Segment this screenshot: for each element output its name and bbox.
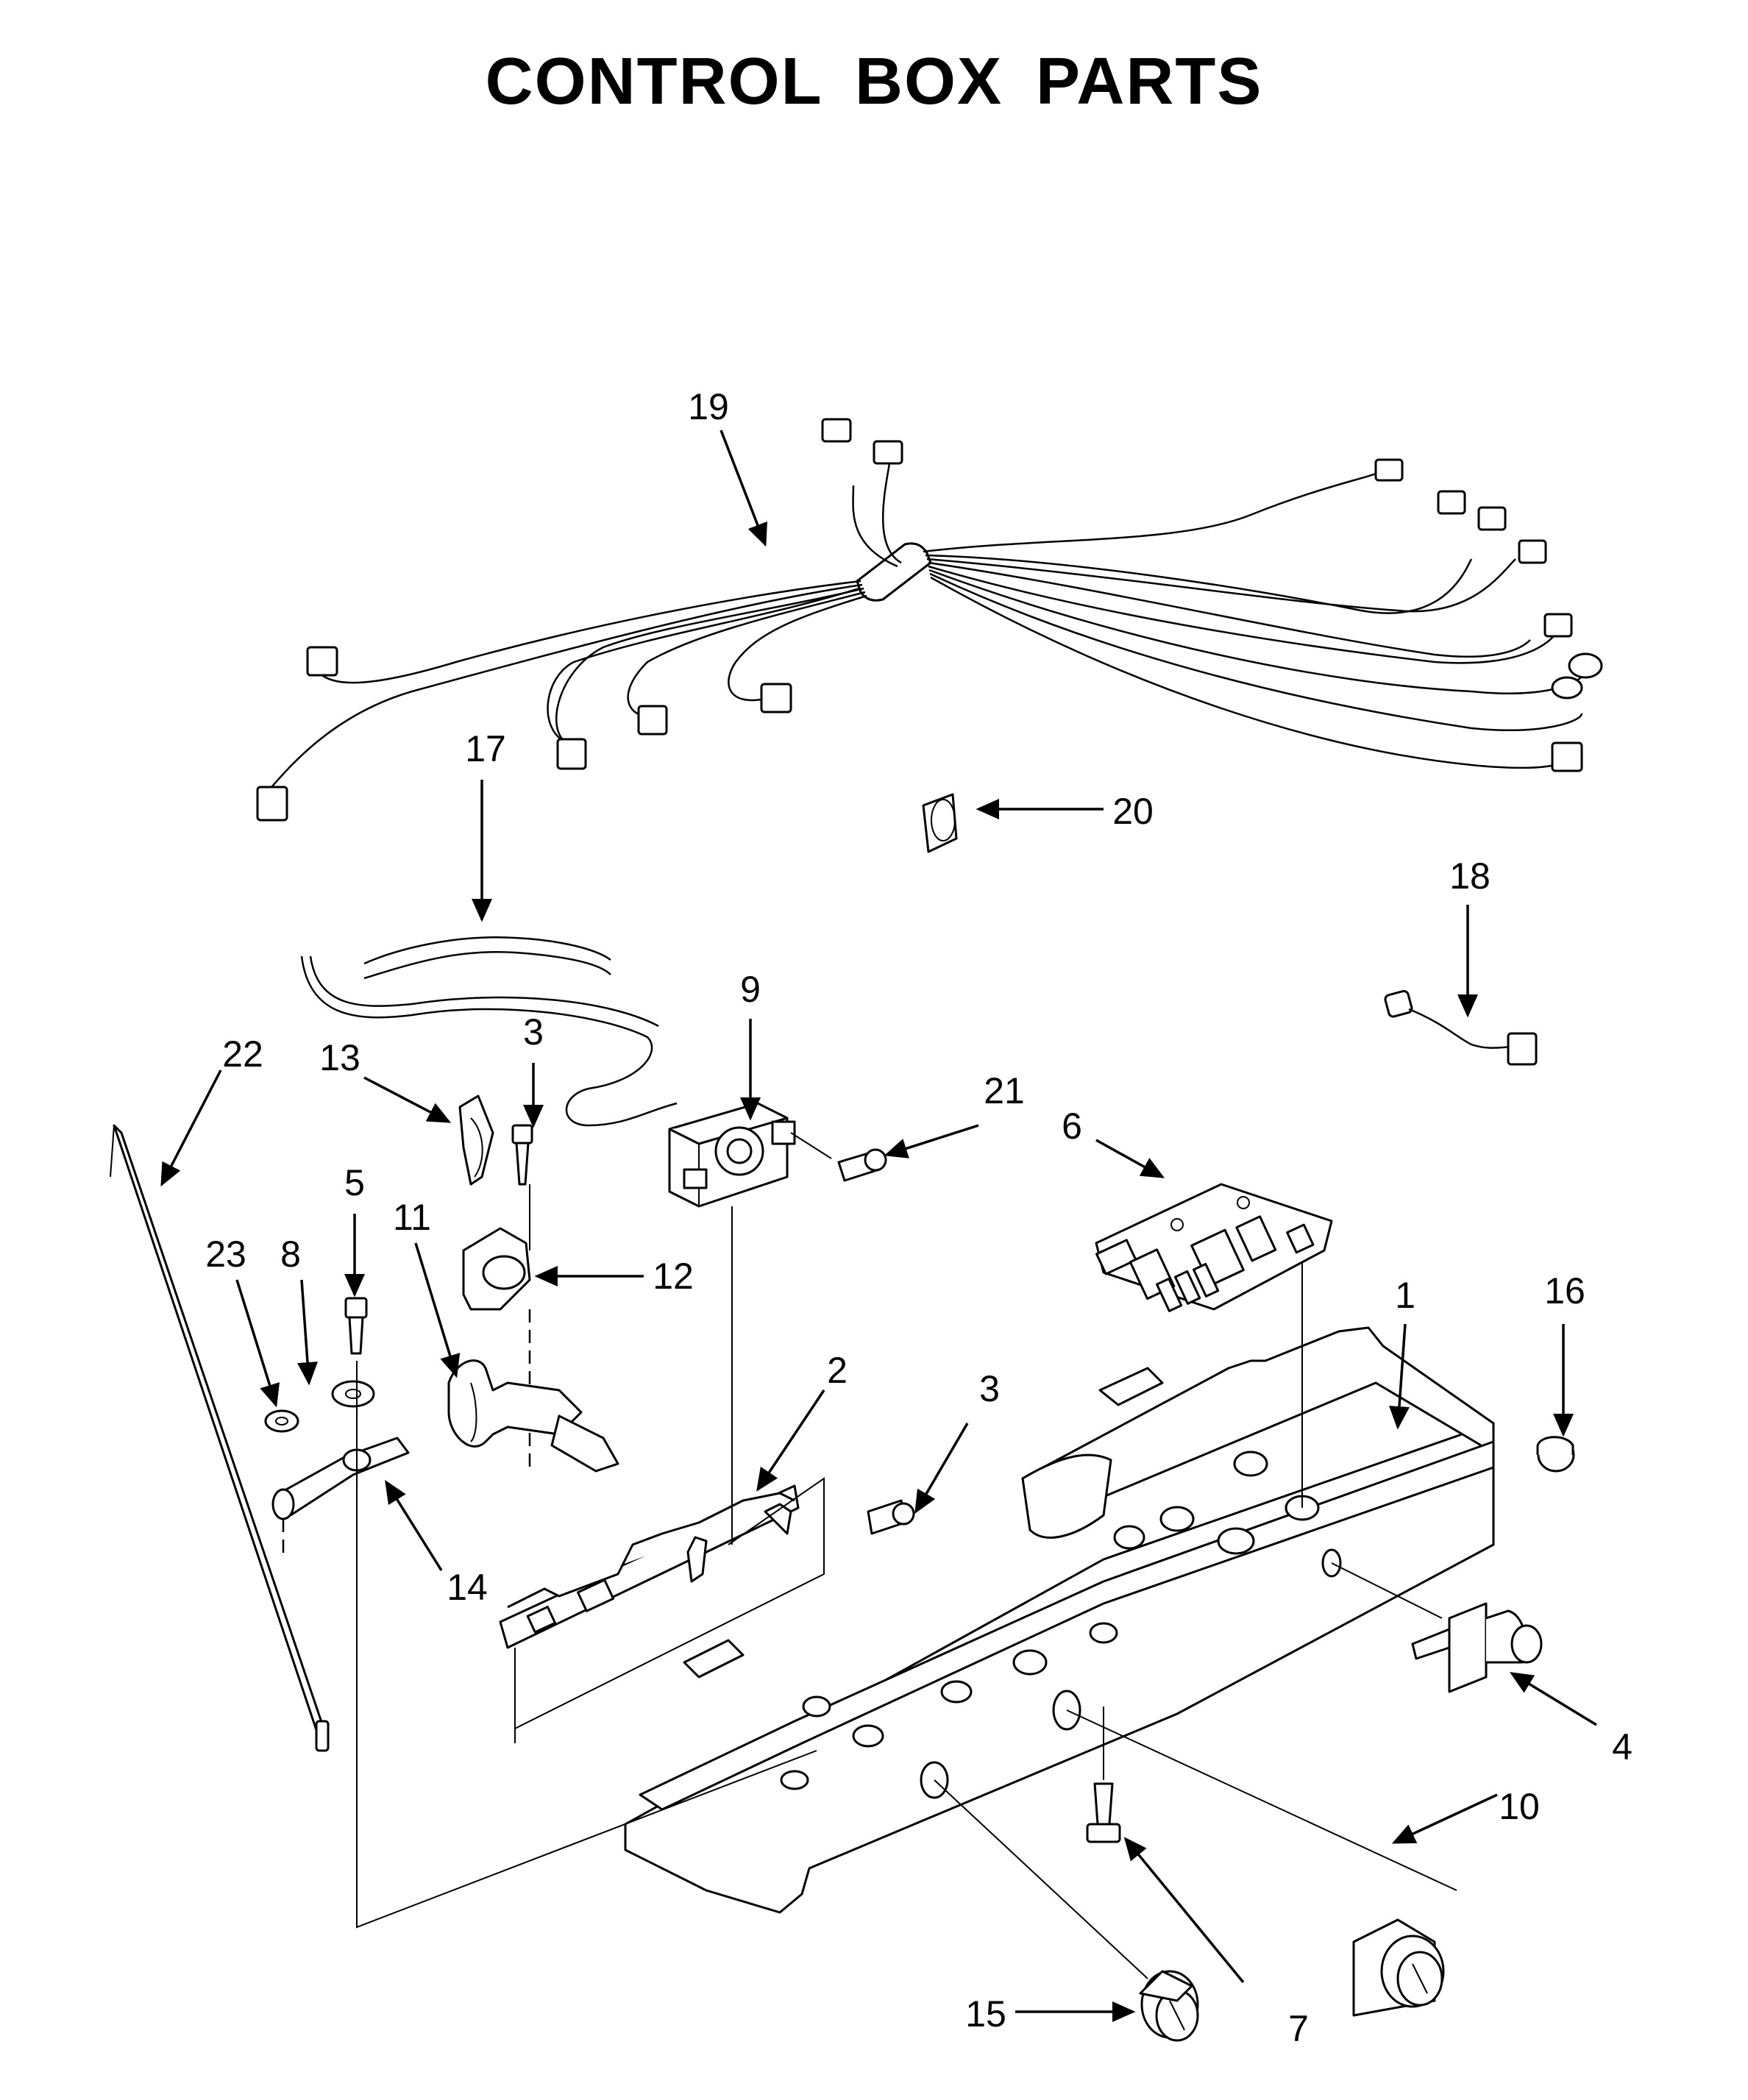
- callout-9: 9: [740, 969, 761, 1010]
- callout-15: 15: [965, 1993, 1006, 2035]
- callout-21: 21: [984, 1070, 1025, 1111]
- page-title: CONTROL BOX PARTS: [485, 45, 1263, 118]
- callout-6: 6: [1062, 1106, 1082, 1147]
- screw-7-part: [1086, 1782, 1121, 1843]
- callout-23: 23: [205, 1234, 246, 1275]
- socket-10-part: [1352, 1918, 1445, 2017]
- callout-8: 8: [280, 1234, 301, 1275]
- callout-2: 2: [827, 1350, 848, 1391]
- switch-4-part: [1411, 1602, 1543, 1693]
- wire-lead-part: [1384, 989, 1538, 1066]
- callout-12: 12: [653, 1256, 694, 1297]
- callout-4: 4: [1612, 1726, 1632, 1768]
- clip-part: [922, 793, 958, 853]
- clip-13-part: [458, 1095, 494, 1186]
- knob-11-part: [447, 1359, 619, 1473]
- callout-10: 10: [1499, 1786, 1540, 1827]
- callout-19: 19: [688, 386, 729, 427]
- washer-8-part: [331, 1380, 375, 1408]
- callout-14: 14: [447, 1567, 488, 1608]
- callout-13: 13: [319, 1037, 360, 1078]
- cap-16-part: [1536, 1436, 1575, 1473]
- socket-15-part: [1139, 1970, 1199, 2042]
- callout-18: 18: [1449, 855, 1491, 897]
- screw-3-lower-part: [867, 1499, 915, 1535]
- control-board-6-part: [1095, 1183, 1333, 1312]
- thermostat-part: [668, 1102, 832, 1208]
- lever-14-part: [271, 1437, 410, 1559]
- callout-1: 1: [1395, 1275, 1415, 1316]
- wire-harness-part: [256, 418, 1603, 822]
- callout-17: 17: [465, 728, 506, 769]
- callout-labels: 19 20 18 17 9 21 6 13 3 22 12 5 11 8 23 …: [205, 386, 1632, 2049]
- screw-5-part: [344, 1297, 368, 1355]
- screw-3-upper-part: [511, 1124, 533, 1250]
- callout-16: 16: [1544, 1270, 1585, 1311]
- callout-7: 7: [1288, 2008, 1309, 2049]
- capillary-tube-part: [300, 936, 678, 1127]
- callout-11: 11: [393, 1197, 431, 1238]
- callout-arrows: [160, 430, 1597, 2022]
- screw-part: [837, 1148, 887, 1182]
- control-box-housing-1-part: [356, 1221, 1495, 1979]
- callout-5: 5: [344, 1162, 365, 1203]
- mounting-plate-2-part: [499, 1206, 800, 1649]
- callout-20: 20: [1112, 791, 1154, 832]
- washer-23-part: [264, 1409, 299, 1433]
- bracket-12-part: [462, 1227, 531, 1471]
- callout-3-lower: 3: [979, 1368, 1000, 1409]
- rod-22-part: [110, 1124, 330, 1752]
- callout-22: 22: [222, 1033, 263, 1075]
- callout-3-upper: 3: [523, 1011, 544, 1053]
